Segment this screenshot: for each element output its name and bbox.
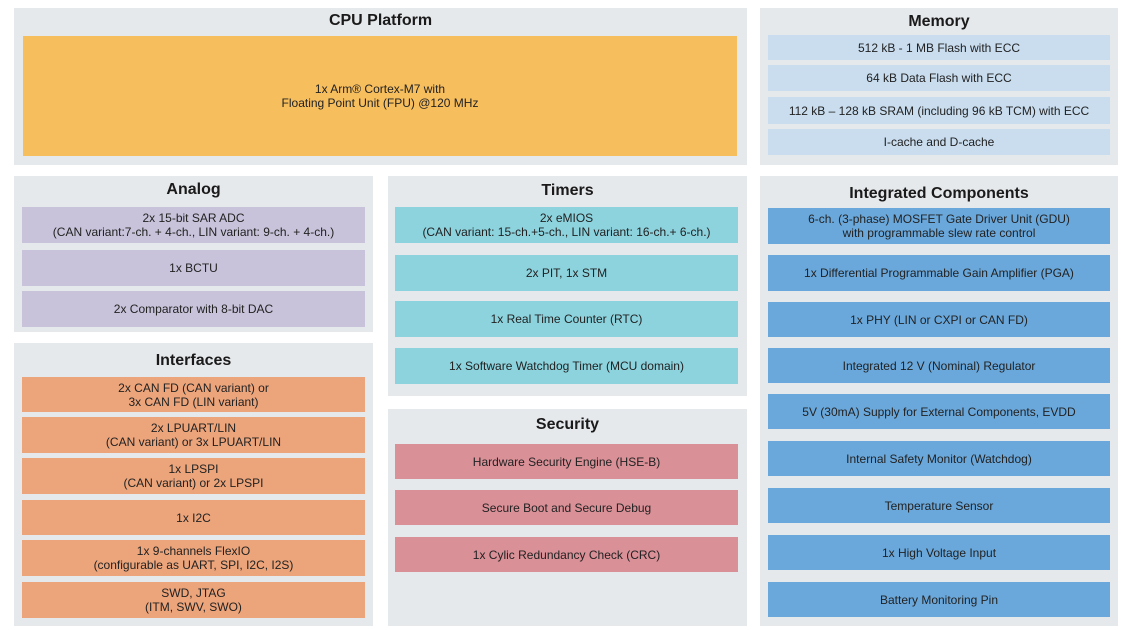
integrated-item-line1: Integrated 12 V (Nominal) Regulator xyxy=(842,358,1036,373)
integrated-item-line1: 6-ch. (3-phase) MOSFET Gate Driver Unit … xyxy=(808,212,1070,226)
security-panel: Security Hardware Security Engine (HSE-B… xyxy=(388,409,747,626)
cpu-core-block: 1x Arm® Cortex-M7 with Floating Point Un… xyxy=(23,36,737,156)
memory-item: I-cache and D-cache xyxy=(768,129,1110,155)
timers-panel: Timers 2x eMIOS (CAN variant: 15-ch.+5-c… xyxy=(388,176,747,396)
integrated-item: Battery Monitoring Pin xyxy=(768,582,1110,617)
interfaces-item-line2: (ITM, SWV, SWO) xyxy=(145,600,242,614)
cpu-core-line2: Floating Point Unit (FPU) @120 MHz xyxy=(281,96,479,110)
interfaces-item: 1x LPSPI (CAN variant) or 2x LPSPI xyxy=(22,458,365,494)
integrated-item-line1: Battery Monitoring Pin xyxy=(879,592,999,607)
timers-item-line1: 2x PIT, 1x STM xyxy=(525,266,608,280)
integrated-item-line1: 1x Differential Programmable Gain Amplif… xyxy=(804,266,1074,280)
integrated-item: 6-ch. (3-phase) MOSFET Gate Driver Unit … xyxy=(768,208,1110,244)
integrated-item-line1: Internal Safety Monitor (Watchdog) xyxy=(846,451,1032,466)
cpu-platform-title: CPU Platform xyxy=(328,12,433,29)
security-item-label: Secure Boot and Secure Debug xyxy=(481,500,652,515)
interfaces-item-line1: SWD, JTAG xyxy=(161,586,226,600)
analog-title: Analog xyxy=(166,181,221,198)
timers-item: 2x PIT, 1x STM xyxy=(395,255,738,291)
memory-item: 512 kB - 1 MB Flash with ECC xyxy=(768,35,1110,60)
integrated-item: Temperature Sensor xyxy=(768,488,1110,523)
integrated-item-line2: with programmable slew rate control xyxy=(842,226,1036,240)
integrated-item: 1x High Voltage Input xyxy=(768,535,1110,570)
integrated-item: Integrated 12 V (Nominal) Regulator xyxy=(768,348,1110,383)
interfaces-item-line1: 1x 9-channels FlexIO xyxy=(136,544,251,558)
interfaces-item-line2: 3x CAN FD (LIN variant) xyxy=(128,394,259,409)
cpu-core-line1: 1x Arm® Cortex-M7 with xyxy=(314,82,446,96)
analog-panel: Analog 2x 15-bit SAR ADC (CAN variant:7-… xyxy=(14,176,373,332)
integrated-item-line1: 1x High Voltage Input xyxy=(881,545,997,560)
timers-item-line1: 1x Real Time Counter (RTC) xyxy=(490,312,643,326)
integrated-item: 5V (30mA) Supply for External Components… xyxy=(768,394,1110,429)
security-title: Security xyxy=(535,416,600,433)
analog-item-line1: 1x BCTU xyxy=(169,261,218,275)
analog-item-line2: (CAN variant:7-ch. + 4-ch., LIN variant:… xyxy=(52,225,335,239)
timers-item-line1: 2x eMIOS xyxy=(539,211,594,225)
interfaces-item-line1: 2x LPUART/LIN xyxy=(150,421,237,435)
timers-item: 2x eMIOS (CAN variant: 15-ch.+5-ch., LIN… xyxy=(395,207,738,243)
interfaces-item: 2x CAN FD (CAN variant) or 3x CAN FD (LI… xyxy=(22,377,365,412)
memory-item: 112 kB – 128 kB SRAM (including 96 kB TC… xyxy=(768,97,1110,124)
cpu-platform-panel: CPU Platform 1x Arm® Cortex-M7 with Floa… xyxy=(14,8,747,165)
integrated-item: 1x PHY (LIN or CXPI or CAN FD) xyxy=(768,302,1110,337)
interfaces-item-line1: 1x LPSPI xyxy=(168,462,219,476)
memory-item-label: 512 kB - 1 MB Flash with ECC xyxy=(857,40,1021,55)
analog-item: 2x 15-bit SAR ADC (CAN variant:7-ch. + 4… xyxy=(22,207,365,243)
timers-item: 1x Real Time Counter (RTC) xyxy=(395,301,738,337)
memory-title: Memory xyxy=(908,13,970,30)
security-item-label: 1x Cylic Redundancy Check (CRC) xyxy=(472,547,661,562)
security-item: Secure Boot and Secure Debug xyxy=(395,490,738,525)
security-item: 1x Cylic Redundancy Check (CRC) xyxy=(395,537,738,572)
timers-item: 1x Software Watchdog Timer (MCU domain) xyxy=(395,348,738,384)
integrated-item-line1: Temperature Sensor xyxy=(884,498,994,513)
timers-title: Timers xyxy=(541,182,594,199)
timers-item-line2: (CAN variant: 15-ch.+5-ch., LIN variant:… xyxy=(422,225,711,239)
interfaces-item: SWD, JTAG (ITM, SWV, SWO) xyxy=(22,582,365,618)
memory-panel: Memory 512 kB - 1 MB Flash with ECC 64 k… xyxy=(760,8,1118,165)
interfaces-panel: Interfaces 2x CAN FD (CAN variant) or 3x… xyxy=(14,343,373,626)
analog-item-line1: 2x Comparator with 8-bit DAC xyxy=(113,302,274,316)
memory-item: 64 kB Data Flash with ECC xyxy=(768,65,1110,91)
memory-item-label: 112 kB – 128 kB SRAM (including 96 kB TC… xyxy=(788,103,1090,118)
interfaces-item: 2x LPUART/LIN (CAN variant) or 3x LPUART… xyxy=(22,417,365,453)
interfaces-item-line1: 1x I2C xyxy=(176,510,211,525)
integrated-item-line1: 1x PHY (LIN or CXPI or CAN FD) xyxy=(850,312,1028,327)
integrated-item: 1x Differential Programmable Gain Amplif… xyxy=(768,255,1110,291)
memory-item-label: 64 kB Data Flash with ECC xyxy=(866,71,1012,85)
integrated-item-line1: 5V (30mA) Supply for External Components… xyxy=(802,404,1076,419)
analog-item-line1: 2x 15-bit SAR ADC xyxy=(142,211,245,225)
security-item-label: Hardware Security Engine (HSE-B) xyxy=(472,454,661,469)
interfaces-item-line2: (CAN variant) or 2x LPSPI xyxy=(123,476,264,490)
analog-item: 2x Comparator with 8-bit DAC xyxy=(22,291,365,327)
interfaces-title: Interfaces xyxy=(155,352,232,369)
timers-item-line1: 1x Software Watchdog Timer (MCU domain) xyxy=(449,359,684,373)
interfaces-item-line1: 2x CAN FD (CAN variant) or xyxy=(118,380,269,395)
memory-item-label: I-cache and D-cache xyxy=(883,135,995,149)
interfaces-item: 1x 9-channels FlexIO (configurable as UA… xyxy=(22,540,365,576)
analog-item: 1x BCTU xyxy=(22,250,365,286)
integrated-components-panel: Integrated Components 6-ch. (3-phase) MO… xyxy=(760,176,1118,626)
interfaces-item: 1x I2C xyxy=(22,500,365,535)
interfaces-item-line2: (CAN variant) or 3x LPUART/LIN xyxy=(105,435,282,449)
security-item: Hardware Security Engine (HSE-B) xyxy=(395,444,738,479)
interfaces-item-line2: (configurable as UART, SPI, I2C, I2S) xyxy=(93,558,294,572)
integrated-item: Internal Safety Monitor (Watchdog) xyxy=(768,441,1110,476)
integrated-components-title: Integrated Components xyxy=(849,185,1029,202)
